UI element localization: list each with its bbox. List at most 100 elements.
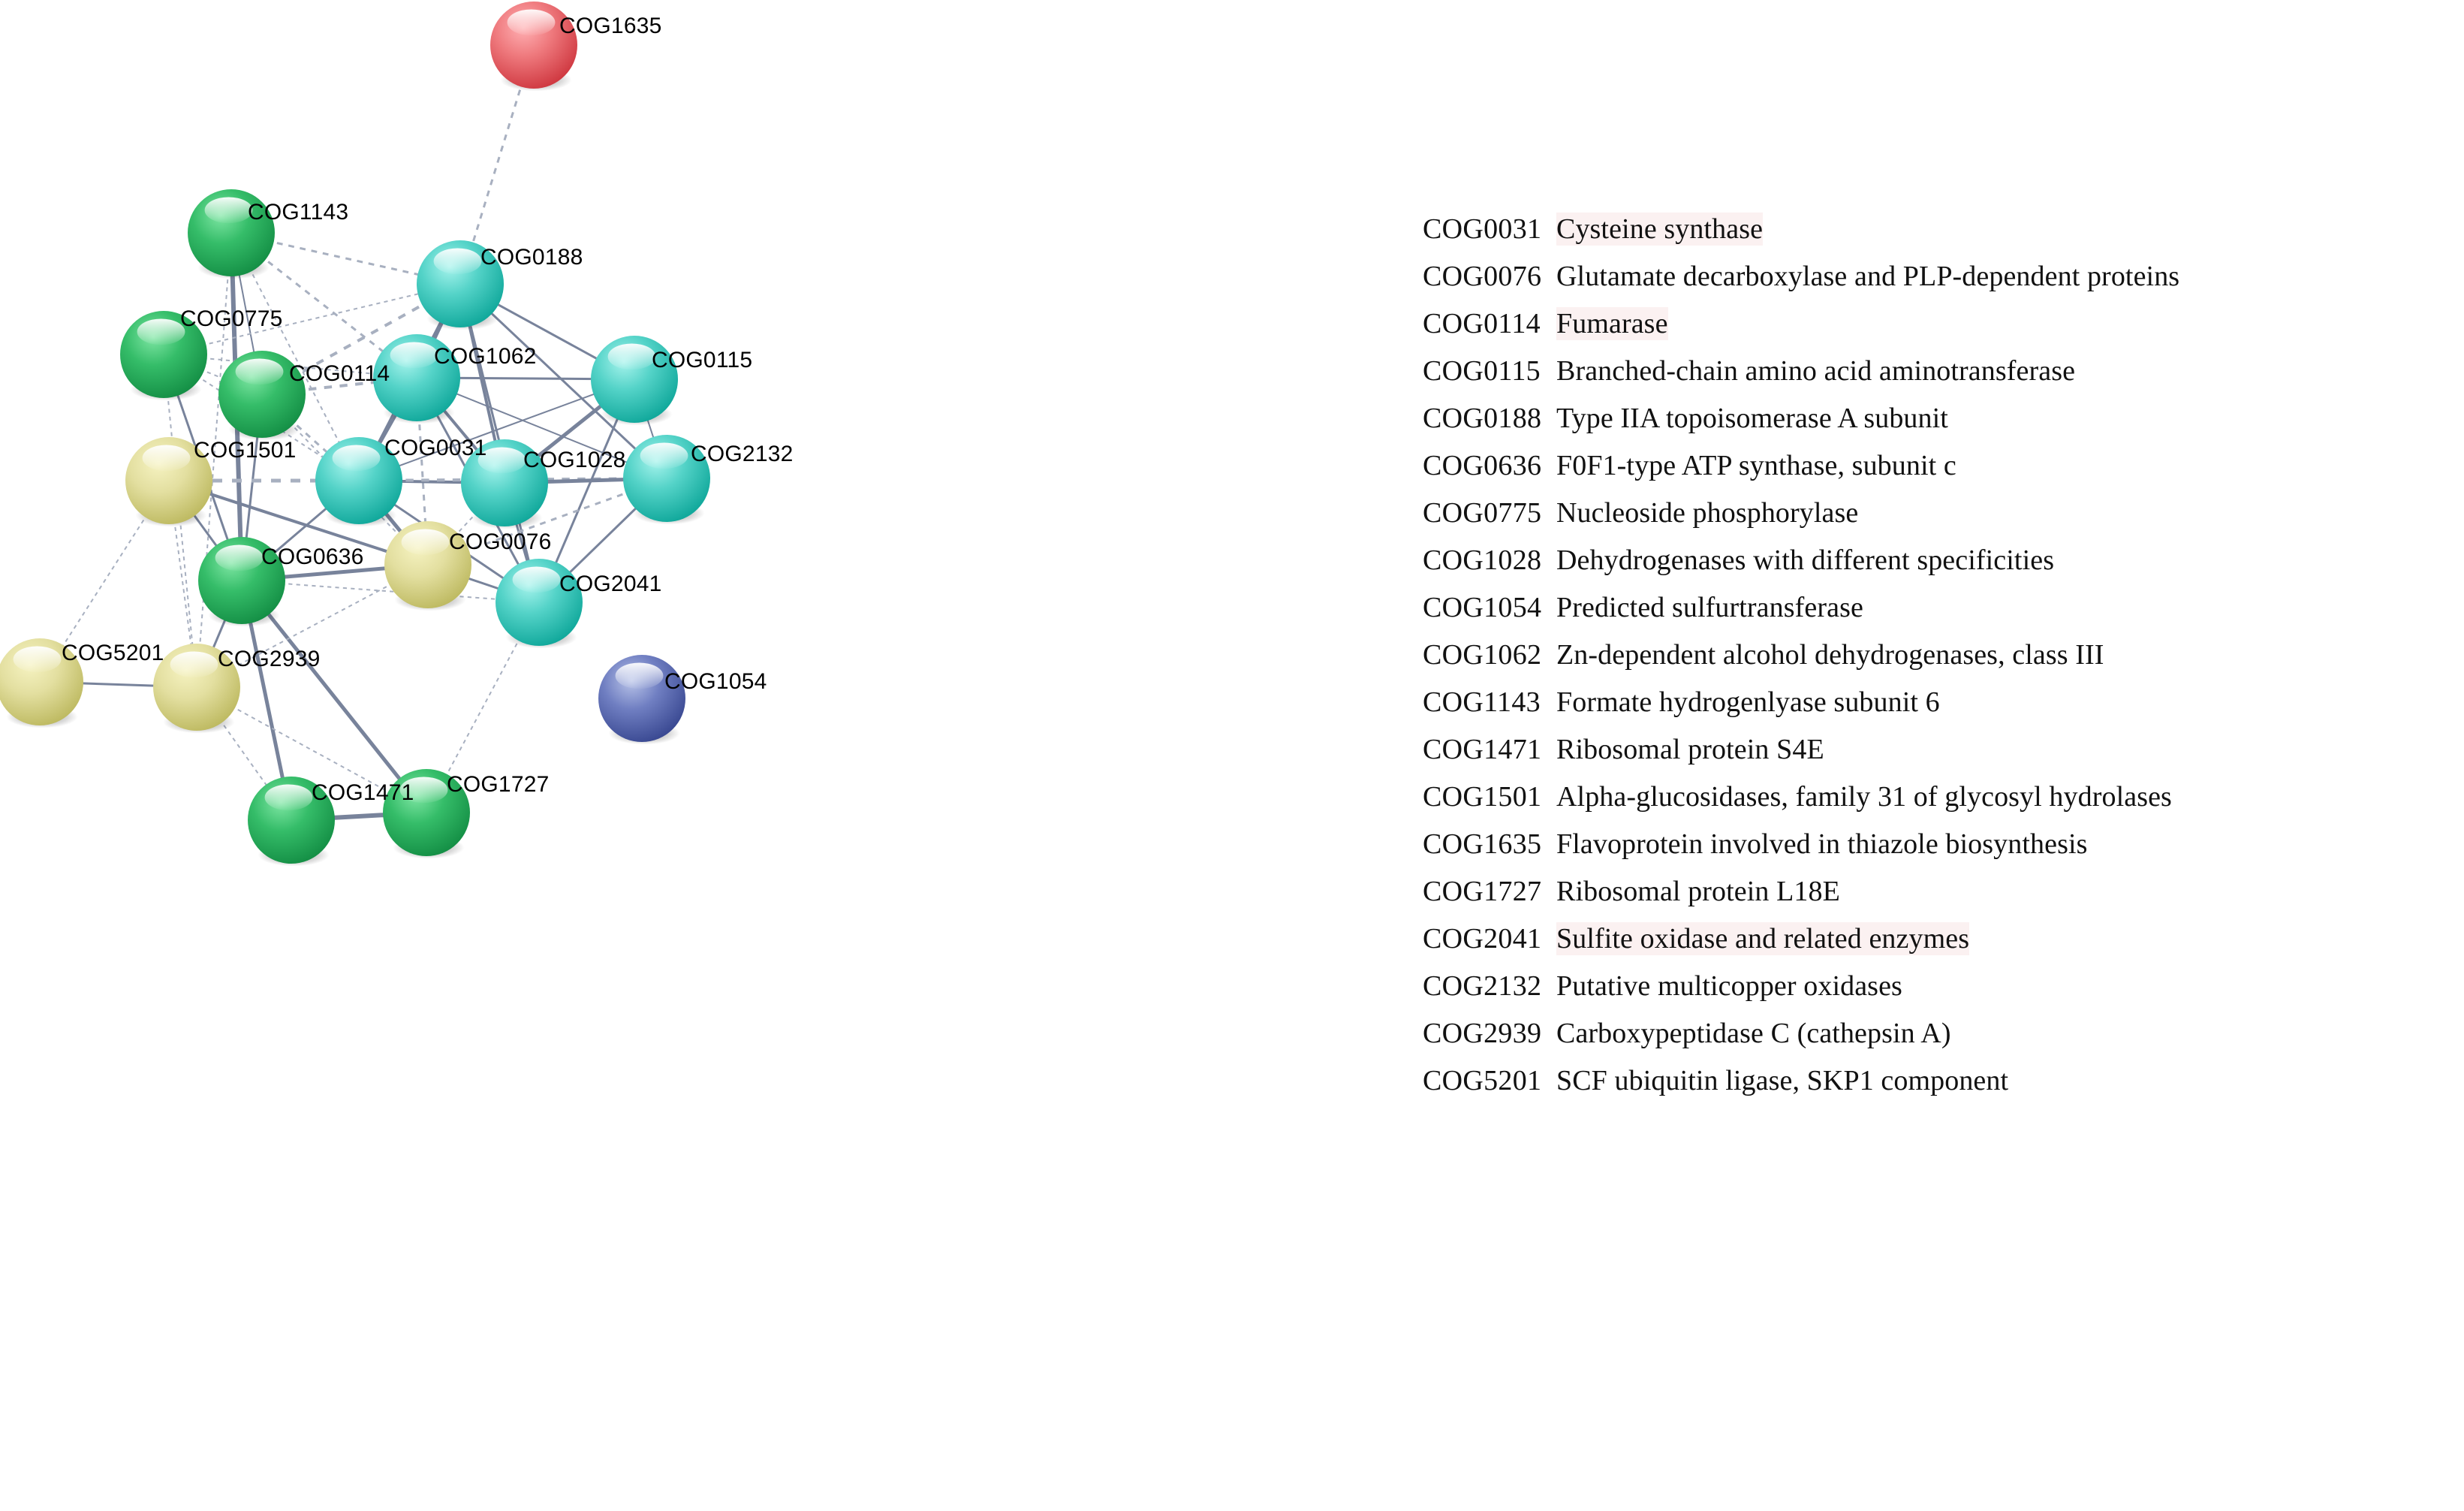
legend-row: COG0031 Cysteine synthase xyxy=(1423,213,2459,260)
legend-cog-id: COG1028 xyxy=(1423,544,1542,576)
node-specular-highlight xyxy=(477,447,526,474)
network-svg xyxy=(0,2,710,867)
legend-cog-id: COG0114 xyxy=(1423,308,1541,339)
node-cog1635[interactable] xyxy=(490,2,577,92)
legend-cog-id: COG1143 xyxy=(1423,686,1541,718)
legend-cog-description: Ribosomal protein L18E xyxy=(1556,876,1840,907)
node-cog1501[interactable] xyxy=(125,437,212,527)
node-specular-highlight xyxy=(390,342,438,369)
node-cog2132[interactable] xyxy=(623,435,710,525)
node-label-cog2939: COG2939 xyxy=(218,647,321,671)
legend-cog-description: Type IIA topoisomerase A subunit xyxy=(1556,403,1948,434)
legend-cog-description: Predicted sulfurtransferase xyxy=(1556,592,1863,623)
legend-cog-id: COG1635 xyxy=(1423,828,1542,860)
legend-cog-description: F0F1-type ATP synthase, subunit c xyxy=(1556,450,1956,481)
legend-cog-description: Nucleoside phosphorylase xyxy=(1556,497,1859,529)
node-label-cog0188: COG0188 xyxy=(480,245,583,270)
legend-row: COG1471 Ribosomal protein S4E xyxy=(1423,733,2459,780)
node-specular-highlight xyxy=(142,445,191,472)
legend-row: COG0188 Type IIA topoisomerase A subunit xyxy=(1423,402,2459,449)
legend-row: COG1727 Ribosomal protein L18E xyxy=(1423,875,2459,922)
legend-cog-id: COG0775 xyxy=(1423,497,1542,529)
legend-cog-id: COG1062 xyxy=(1423,639,1542,671)
node-label-cog0636: COG0636 xyxy=(261,544,364,569)
legend-cog-description: SCF ubiquitin ligase, SKP1 component xyxy=(1556,1065,2009,1096)
legend-cog-id: COG0115 xyxy=(1423,355,1541,387)
node-specular-highlight xyxy=(137,318,185,345)
node-specular-highlight xyxy=(512,566,561,593)
node-cog0775[interactable] xyxy=(120,311,207,401)
legend-cog-id: COG1727 xyxy=(1423,876,1542,907)
legend-cog-id: COG1471 xyxy=(1423,734,1542,765)
node-specular-highlight xyxy=(235,358,284,385)
legend-cog-description: Glutamate decarboxylase and PLP-dependen… xyxy=(1556,261,2180,292)
node-specular-highlight xyxy=(433,248,482,275)
legend-cog-id: COG2939 xyxy=(1423,1018,1542,1049)
legend-cog-id: COG1501 xyxy=(1423,781,1542,813)
legend-cog-description: Ribosomal protein S4E xyxy=(1556,734,1824,765)
node-specular-highlight xyxy=(264,784,313,811)
node-cog0115[interactable] xyxy=(591,336,678,426)
node-label-cog1143: COG1143 xyxy=(248,200,349,225)
legend-row: COG2939 Carboxypeptidase C (cathepsin A) xyxy=(1423,1017,2459,1064)
legend-cog-id: COG0031 xyxy=(1423,213,1542,245)
node-cog2939[interactable] xyxy=(153,644,240,734)
legend-cog-description: Carboxypeptidase C (cathepsin A) xyxy=(1556,1018,1951,1049)
node-cog1062[interactable] xyxy=(373,334,460,424)
edge[interactable] xyxy=(168,479,429,566)
edge[interactable] xyxy=(358,379,635,481)
legend-row: COG5201 SCF ubiquitin ligase, SKP1 compo… xyxy=(1423,1064,2459,1111)
legend-row: COG1143 Formate hydrogenlyase subunit 6 xyxy=(1423,686,2459,733)
node-cog1727[interactable] xyxy=(383,769,470,859)
node-specular-highlight xyxy=(507,9,556,36)
node-specular-highlight xyxy=(332,445,381,472)
node-specular-highlight xyxy=(170,651,218,678)
node-cog2041[interactable] xyxy=(496,559,583,649)
node-label-cog1727: COG1727 xyxy=(447,772,550,797)
legend-row: COG1635 Flavoprotein involved in thiazole… xyxy=(1423,828,2459,875)
node-cog1054[interactable] xyxy=(598,655,685,745)
node-cog1028[interactable] xyxy=(461,439,548,529)
legend-cog-id: COG0188 xyxy=(1423,403,1542,434)
node-label-cog1028: COG1028 xyxy=(523,448,626,472)
node-specular-highlight xyxy=(399,777,448,804)
node-cog0188[interactable] xyxy=(417,240,504,330)
node-cog5201[interactable] xyxy=(0,638,83,728)
node-label-cog1062: COG1062 xyxy=(434,344,537,369)
node-cog0076[interactable] xyxy=(384,521,471,611)
edge[interactable] xyxy=(196,232,232,688)
node-cog1471[interactable] xyxy=(248,777,335,867)
node-label-cog1054: COG1054 xyxy=(664,669,767,694)
node-specular-highlight xyxy=(640,442,688,469)
node-cog0114[interactable] xyxy=(218,351,306,441)
legend-cog-id: COG1054 xyxy=(1423,592,1542,623)
node-specular-highlight xyxy=(607,343,656,370)
legend-cog-id: COG0076 xyxy=(1423,261,1542,292)
node-label-cog0076: COG0076 xyxy=(449,529,552,554)
edge[interactable] xyxy=(416,377,667,479)
legend-cog-description: Alpha-glucosidases, family 31 of glycosy… xyxy=(1556,781,2172,813)
node-label-cog0775: COG0775 xyxy=(180,306,283,331)
node-specular-highlight xyxy=(204,197,253,224)
legend-cog-description: Cysteine synthase xyxy=(1556,213,1764,246)
legend-row: COG1054 Predicted sulfurtransferase xyxy=(1423,591,2459,638)
node-label-cog0031: COG0031 xyxy=(384,436,487,460)
node-cog1143[interactable] xyxy=(188,189,275,279)
node-cog0031[interactable] xyxy=(315,437,402,527)
legend-cog-id: COG5201 xyxy=(1423,1065,1542,1096)
legend-cog-description: Flavoprotein involved in thiazole biosyn… xyxy=(1556,828,2088,860)
node-specular-highlight xyxy=(615,662,664,689)
node-cog0636[interactable] xyxy=(198,537,285,627)
legend-cog-description: Formate hydrogenlyase subunit 6 xyxy=(1556,686,1940,718)
edge[interactable] xyxy=(241,580,540,603)
legend-row: COG1501 Alpha-glucosidases, family 31 of … xyxy=(1423,780,2459,828)
